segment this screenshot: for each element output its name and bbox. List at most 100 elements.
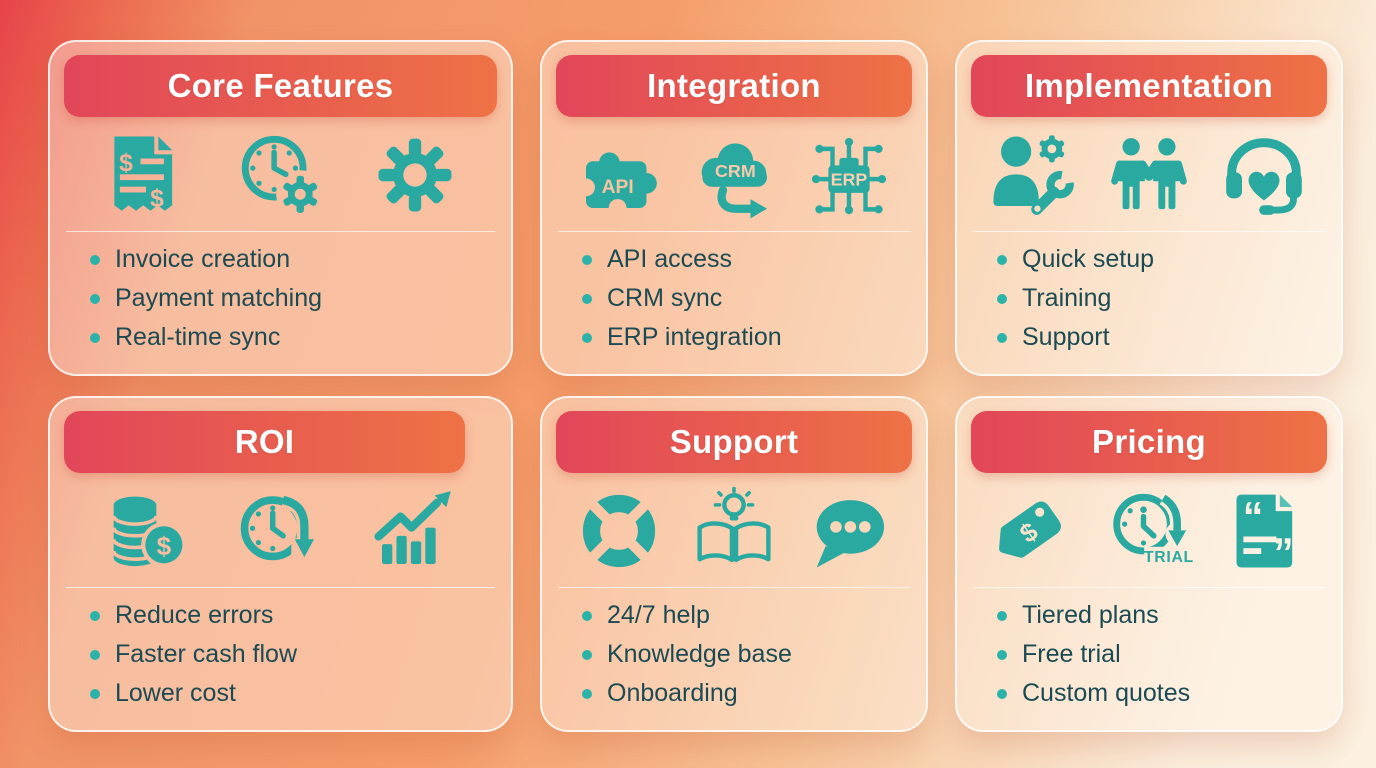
bullet-list: Quick setup Training Support (957, 245, 1341, 362)
list-item: 24/7 help (582, 601, 926, 630)
bullet-dot-icon (997, 688, 1007, 699)
bullet-dot-icon (997, 649, 1007, 660)
api-puzzle-icon: API (575, 131, 663, 219)
divider (66, 231, 495, 232)
bullet-dot-icon (90, 649, 100, 660)
icon-row: API CRM (542, 119, 926, 231)
bullet-label: Quick setup (1022, 245, 1155, 273)
list-item: API access (582, 245, 926, 274)
bullet-label: Knowledge base (607, 640, 792, 668)
bullet-dot-icon (582, 254, 592, 265)
bullet-dot-icon (582, 649, 592, 660)
card-title-banner: Core Features (64, 55, 497, 117)
bullet-dot-icon (90, 610, 100, 621)
bullet-label: ERP integration (607, 323, 782, 351)
divider (558, 231, 910, 232)
list-item: Quick setup (997, 245, 1341, 274)
chat-dots-icon (805, 487, 893, 575)
gear-icon (371, 131, 459, 219)
card-implementation: Implementation (955, 40, 1343, 376)
erp-chip-icon: ERP (805, 131, 893, 219)
list-item: Faster cash flow (90, 640, 511, 669)
receipt-dollar-icon: $ $ (102, 131, 190, 219)
bullet-label: Support (1022, 323, 1110, 351)
icon-row: $ (50, 475, 511, 587)
card-title: Pricing (1092, 423, 1206, 460)
bullet-dot-icon (582, 610, 592, 621)
divider (973, 231, 1325, 232)
card-title: Integration (647, 67, 821, 104)
bullet-list: Tiered plans Free trial Custom quotes (957, 601, 1341, 718)
list-item: Lower cost (90, 679, 511, 708)
list-item: Custom quotes (997, 679, 1341, 708)
card-integration: Integration API (540, 40, 928, 376)
card-title: Implementation (1024, 67, 1274, 104)
bullet-dot-icon (90, 293, 100, 304)
price-tag-icon: $ (990, 487, 1078, 575)
bullet-dot-icon (997, 332, 1007, 343)
divider (558, 587, 910, 588)
headset-heart-icon (1220, 131, 1308, 219)
list-item: Knowledge base (582, 640, 926, 669)
bullet-label: CRM sync (607, 284, 723, 312)
clock-down-arrow-icon (237, 487, 325, 575)
bullet-label: Lower cost (115, 679, 236, 707)
book-lightbulb-icon (690, 487, 778, 575)
bullet-label: Tiered plans (1022, 601, 1159, 629)
bullet-dot-icon (90, 332, 100, 343)
card-support: Support (540, 396, 928, 732)
bullet-label: Real-time sync (115, 323, 281, 351)
user-gear-wrench-icon (990, 131, 1078, 219)
list-item: CRM sync (582, 284, 926, 313)
card-title: ROI (234, 423, 295, 460)
quote-document-icon: “ ” (1220, 487, 1308, 575)
bullet-label: Payment matching (115, 284, 323, 312)
bullet-dot-icon (90, 688, 100, 699)
bullet-dot-icon (582, 332, 592, 343)
card-core-features: Core Features $ $ (48, 40, 513, 376)
bullet-label: Faster cash flow (115, 640, 298, 668)
bullet-list: API access CRM sync ERP integration (542, 245, 926, 362)
card-roi: ROI (48, 396, 513, 732)
list-item: Payment matching (90, 284, 511, 313)
list-item: Training (997, 284, 1341, 313)
bullet-list: Invoice creation Payment matching Real-t… (50, 245, 511, 362)
list-item: Real-time sync (90, 323, 511, 352)
bullet-label: Free trial (1022, 640, 1121, 668)
bullet-label: API access (607, 245, 733, 273)
coins-dollar-icon: $ (102, 487, 190, 575)
divider (973, 587, 1325, 588)
bullet-dot-icon (90, 254, 100, 265)
lifebuoy-icon (575, 487, 663, 575)
list-item: Onboarding (582, 679, 926, 708)
growth-chart-icon (371, 487, 459, 575)
icon-row (542, 475, 926, 587)
icon-row: $ (957, 475, 1341, 587)
clock-gear-icon (237, 131, 325, 219)
card-title: Core Features (167, 67, 394, 104)
trial-clock-icon: TRIAL (1105, 487, 1193, 575)
card-title-banner: Support (556, 411, 912, 473)
bullet-label: Onboarding (607, 679, 738, 707)
bullet-label: 24/7 help (607, 601, 710, 629)
list-item: Tiered plans (997, 601, 1341, 630)
icon-row: $ $ (50, 119, 511, 231)
cards-grid: Core Features $ $ (48, 40, 1343, 732)
list-item: Support (997, 323, 1341, 352)
bullet-dot-icon (582, 293, 592, 304)
list-item: Invoice creation (90, 245, 511, 274)
card-title: Support (669, 423, 799, 460)
list-item: Free trial (997, 640, 1341, 669)
icon-row (957, 119, 1341, 231)
card-title-banner: Implementation (971, 55, 1327, 117)
card-title-banner: Integration (556, 55, 912, 117)
divider (66, 587, 495, 588)
bullet-list: Reduce errors Faster cash flow Lower cos… (50, 601, 511, 718)
svg-text:TRIAL: TRIAL (1144, 549, 1193, 566)
bullet-label: Invoice creation (115, 245, 291, 273)
bullet-dot-icon (997, 254, 1007, 265)
card-title-banner: Pricing (971, 411, 1327, 473)
bullet-label: Custom quotes (1022, 679, 1191, 707)
bullet-label: Training (1022, 284, 1112, 312)
